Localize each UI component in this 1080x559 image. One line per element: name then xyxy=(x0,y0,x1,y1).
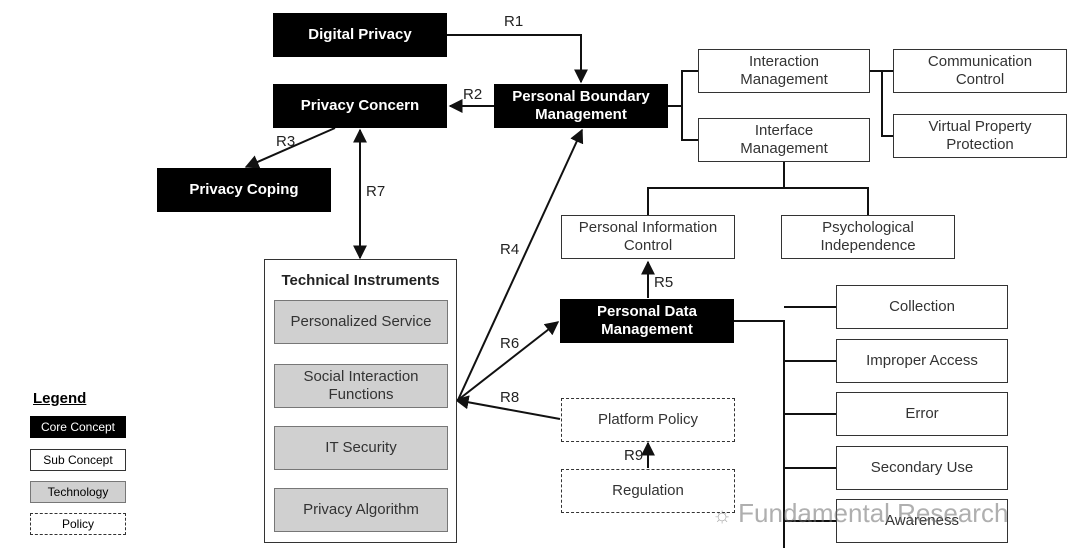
legend-technology: Technology xyxy=(30,481,126,503)
node-interaction-management: Interaction Management xyxy=(698,49,870,93)
node-secondary-use: Secondary Use xyxy=(836,446,1008,490)
node-privacy-coping: Privacy Coping xyxy=(157,168,331,212)
edge-r4 xyxy=(457,128,584,401)
node-personal-information-control: Personal Information Control xyxy=(561,215,735,259)
node-platform-policy: Platform Policy xyxy=(561,398,735,442)
watermark-text: Fundamental Research xyxy=(738,498,1009,528)
label-r2: R2 xyxy=(463,86,483,103)
node-psychological-independence: Psychological Independence xyxy=(781,215,955,259)
tree-im-2 xyxy=(881,71,893,137)
tree-ifm-2 xyxy=(784,187,869,215)
tree-pdm xyxy=(734,320,785,548)
label-r3: R3 xyxy=(276,133,296,150)
node-collection: Collection xyxy=(836,285,1008,329)
technical-instruments-group: Technical Instruments Personalized Servi… xyxy=(264,259,457,543)
tree-ifm xyxy=(647,160,785,215)
edge-r1 xyxy=(447,34,588,84)
node-personal-boundary-management: Personal Boundary Management xyxy=(494,84,668,128)
node-communication-control: Communication Control xyxy=(893,49,1067,93)
edge-r3 xyxy=(244,127,336,169)
node-error: Error xyxy=(836,392,1008,436)
node-interface-management: Interface Management xyxy=(698,118,870,162)
label-r8: R8 xyxy=(500,389,520,406)
label-r5: R5 xyxy=(654,274,674,291)
node-personal-data-management: Personal Data Management xyxy=(560,299,734,343)
tree-pbm-2 xyxy=(681,106,698,141)
label-r6: R6 xyxy=(500,335,520,352)
watermark: ☼Fundamental Research xyxy=(712,498,1008,529)
label-r1: R1 xyxy=(504,13,524,30)
node-privacy-concern: Privacy Concern xyxy=(273,84,447,128)
technical-instruments-title: Technical Instruments xyxy=(281,272,440,289)
edge-r8 xyxy=(454,395,561,420)
node-awareness: Awareness xyxy=(836,499,1008,543)
legend-title: Legend xyxy=(33,390,87,407)
tech-it-security: IT Security xyxy=(274,426,448,470)
label-r7: R7 xyxy=(366,183,386,200)
legend-core: Core Concept xyxy=(30,416,126,438)
tree-pbm xyxy=(668,70,698,107)
tech-social-interaction-functions: Social Interaction Functions xyxy=(274,364,448,408)
node-digital-privacy: Digital Privacy xyxy=(273,13,447,57)
edge-r6 xyxy=(457,321,560,401)
tech-privacy-algorithm: Privacy Algorithm xyxy=(274,488,448,532)
node-virtual-property-protection: Virtual Property Protection xyxy=(893,114,1067,158)
node-regulation: Regulation xyxy=(561,469,735,513)
node-improper-access: Improper Access xyxy=(836,339,1008,383)
label-r4: R4 xyxy=(500,241,520,258)
legend-sub: Sub Concept xyxy=(30,449,126,471)
legend-policy: Policy xyxy=(30,513,126,535)
tech-personalized-service: Personalized Service xyxy=(274,300,448,344)
label-r9: R9 xyxy=(624,447,644,464)
wechat-icon: ☼ xyxy=(712,502,733,527)
